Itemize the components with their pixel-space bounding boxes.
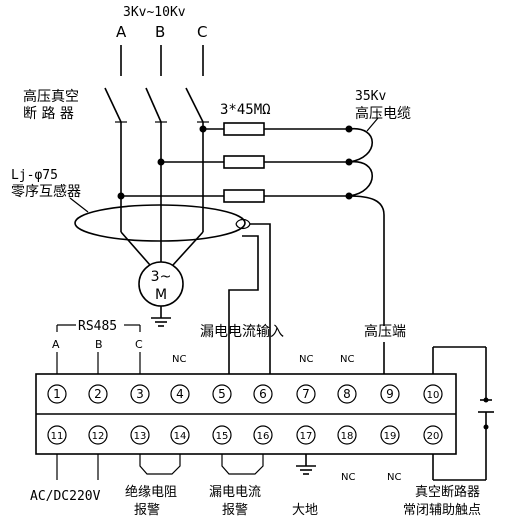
nc-label-4: NC	[172, 354, 186, 365]
terminal-2	[88, 384, 108, 404]
motor-ground-symbol	[151, 306, 171, 327]
breaker-label-line1: 高压真空	[23, 88, 79, 105]
bottom-terminal-leads	[56, 454, 316, 480]
terminal-17	[296, 425, 316, 445]
aux-contact-label-line1: 真空断路器	[415, 484, 480, 500]
terminal-number-2: 2	[94, 387, 102, 401]
terminal-9	[380, 384, 400, 404]
aux-contact-label-line2: 常闭辅助触点	[403, 503, 481, 518]
terminal-number-5: 5	[218, 387, 226, 401]
insulation-alarm-label-line1: 绝缘电阻	[125, 484, 177, 500]
top-terminal-leads	[56, 312, 385, 374]
terminal-4	[170, 384, 190, 404]
terminal-14	[170, 425, 190, 445]
terminal-number-11: 11	[51, 431, 64, 442]
power-supply-label: AC/DC220V	[30, 489, 101, 504]
terminal-number-16: 16	[257, 431, 270, 442]
leakage-alarm-label-line1: 漏电电流	[209, 484, 261, 500]
terminal-11	[47, 425, 67, 445]
terminal-number-4: 4	[176, 387, 184, 401]
rs485-label: RS485	[78, 319, 117, 334]
terminal-1	[47, 384, 67, 404]
terminal-5	[212, 384, 232, 404]
high-voltage-end-label: 高压端	[364, 323, 406, 340]
phase-b-label: B	[155, 23, 165, 41]
terminal-number-10: 10	[427, 390, 440, 401]
zero-sequence-ct	[74, 204, 246, 242]
ct-model-label: Lj-φ75	[11, 168, 58, 183]
terminal-20	[423, 425, 443, 445]
terminal-number-12: 12	[92, 431, 105, 442]
terminal-12	[88, 425, 108, 445]
terminal-number-1: 1	[53, 387, 61, 401]
earth-label: 大地	[292, 503, 318, 518]
motor-phase-label: 3~	[151, 269, 172, 285]
breaker-label-line2: 断 路 器	[23, 106, 74, 122]
terminal-number-14: 14	[174, 431, 187, 442]
terminal-number-6: 6	[259, 387, 267, 401]
terminal-number-19: 19	[384, 431, 397, 442]
insulation-alarm-label-line2: 报警	[134, 502, 160, 518]
aux-contact-wiring	[432, 346, 494, 481]
phase-lines	[120, 45, 204, 76]
terminal-number-20: 20	[427, 431, 440, 442]
terminal-13	[130, 425, 150, 445]
terminal-16	[253, 425, 273, 445]
phase-c-label: C	[197, 23, 207, 41]
terminal-18	[337, 425, 357, 445]
ct-secondary-leads	[228, 218, 271, 312]
terminal-number-15: 15	[216, 431, 229, 442]
nc-label-19: NC	[387, 472, 401, 483]
terminal-number-9: 9	[386, 387, 394, 401]
resistor-3	[223, 189, 265, 203]
terminal-number-7: 7	[302, 387, 310, 401]
terminal-10	[423, 384, 443, 404]
terminal-7	[296, 384, 316, 404]
rs485-pin-b: B	[95, 338, 103, 351]
terminal-number-3: 3	[136, 387, 144, 401]
nc-label-7: NC	[299, 354, 313, 365]
terminal-19	[380, 425, 400, 445]
leakage-alarm-label-line2: 报警	[222, 502, 248, 518]
terminal-number-18: 18	[341, 431, 354, 442]
leakage-input-label: 漏电电流输入	[200, 324, 284, 340]
ct-leader-line	[69, 197, 89, 213]
cable-voltage-label: 35Kv	[355, 89, 386, 104]
voltage-range-label: 3Kv~10Kv	[123, 5, 186, 20]
rs485-pin-c: C	[135, 338, 143, 351]
resistor-branches	[121, 122, 349, 203]
rs485-bracket	[56, 324, 141, 332]
terminal-number-13: 13	[134, 431, 147, 442]
vacuum-breaker-switch	[104, 87, 209, 123]
motor-m-label: M	[155, 287, 167, 303]
resistor-1	[223, 122, 265, 136]
resistor-2	[223, 155, 265, 169]
nc-label-18: NC	[341, 472, 355, 483]
phase-a-label: A	[116, 23, 127, 41]
cable-label: 高压电缆	[355, 105, 411, 122]
rs485-pin-a: A	[52, 338, 60, 351]
terminal-15	[212, 425, 232, 445]
nc-label-8: NC	[340, 354, 354, 365]
terminal-8	[337, 384, 357, 404]
terminal-6	[253, 384, 273, 404]
resistor-label: 3*45MΩ	[220, 102, 271, 118]
high-voltage-cable	[348, 117, 385, 320]
ct-label: 零序互感器	[11, 183, 81, 200]
terminal-number-17: 17	[300, 431, 313, 442]
motor-feed-lines	[120, 205, 204, 266]
terminal-3	[130, 384, 150, 404]
terminal-number-8: 8	[343, 387, 351, 401]
